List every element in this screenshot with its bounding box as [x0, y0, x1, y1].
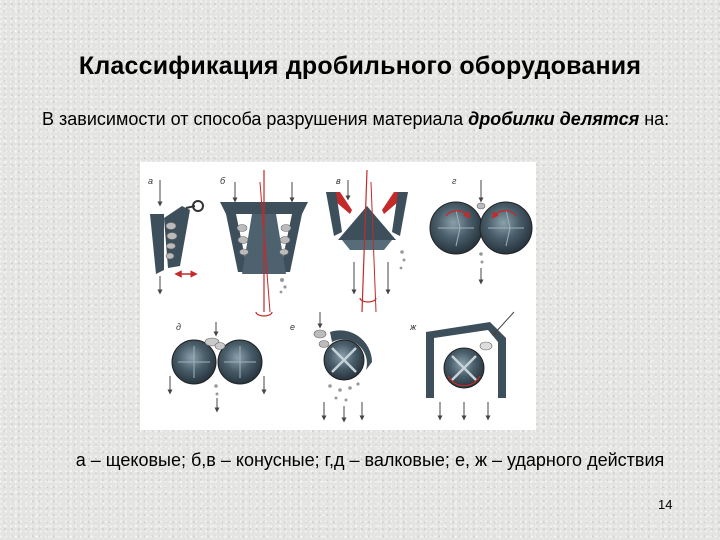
label-zh: ж: [409, 322, 417, 332]
impact-crusher-e: е: [290, 312, 372, 423]
roll-crusher-d: д: [167, 322, 267, 413]
impact-crusher-zh: ж: [409, 311, 515, 421]
label-d: д: [176, 322, 181, 332]
label-v: в: [336, 176, 341, 186]
label-a: а: [148, 176, 153, 186]
cone-crusher-v: в: [326, 169, 408, 313]
intro-text: В зависимости от способа разрушения мате…: [42, 106, 689, 132]
slide-title: Классификация дробильного оборудования: [78, 52, 642, 80]
intro-part-1: В зависимости от способа разрушения мате…: [42, 109, 469, 129]
label-b: б: [220, 176, 226, 186]
jaw-crusher-a: а: [148, 176, 204, 295]
intro-part-2: на:: [639, 109, 670, 129]
crusher-diagram: а б: [140, 162, 536, 430]
roll-crusher-g: г: [429, 176, 533, 285]
label-e: е: [290, 322, 295, 332]
figure-caption: а – щековые; б,в – конусные; г,д – валко…: [75, 450, 665, 470]
cone-crusher-b: б: [220, 170, 308, 317]
page-number: 14: [658, 497, 673, 512]
label-g: г: [452, 176, 457, 186]
intro-emphasis: дробилки делятся: [468, 109, 640, 129]
